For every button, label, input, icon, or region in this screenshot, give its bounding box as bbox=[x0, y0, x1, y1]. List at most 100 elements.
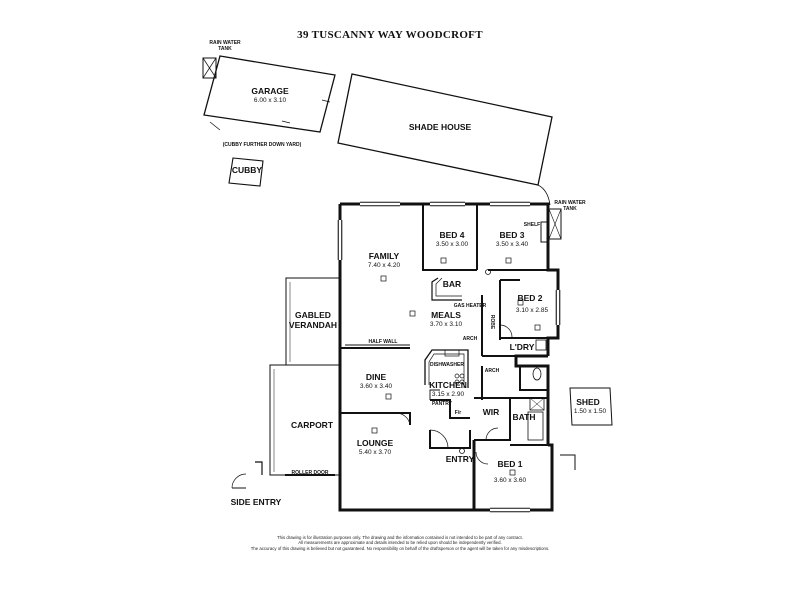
outer-wall-east bbox=[514, 354, 550, 445]
wir-label: WIR bbox=[483, 407, 500, 417]
shed-dims: 1.50 x 1.50 bbox=[574, 408, 607, 415]
shade-house-label: SHADE HOUSE bbox=[409, 122, 472, 132]
bed3-label: BED 3 bbox=[499, 230, 524, 240]
lounge-dims: 5.40 x 3.70 bbox=[359, 449, 392, 456]
wir-door-arc bbox=[485, 427, 499, 441]
pantry-label: PANTRY bbox=[432, 401, 453, 407]
cubby-label: CUBBY bbox=[232, 165, 263, 175]
wall-entry bbox=[429, 430, 471, 449]
cubby-note: (CUBBY FURTHER DOWN YARD) bbox=[223, 142, 302, 148]
kitchen-label: KITCHEN bbox=[429, 380, 467, 390]
room-markers bbox=[371, 257, 541, 476]
disclaimer-line-2: All measurements are approximate and det… bbox=[298, 540, 502, 546]
shed-label: SHED bbox=[576, 397, 600, 407]
wall-dine-lounge bbox=[340, 412, 411, 425]
rain-tank-top-label-1: RAIN WATER bbox=[209, 40, 241, 46]
entry-marker bbox=[459, 448, 465, 454]
family-label: FAMILY bbox=[369, 251, 400, 261]
kitchen-bench-inner bbox=[428, 353, 465, 388]
house-walls bbox=[338, 202, 560, 512]
bed1-label: BED 1 bbox=[497, 459, 522, 469]
garden-path bbox=[537, 184, 551, 206]
kitchen-bench bbox=[424, 349, 469, 388]
laundry-label: L'DRY bbox=[510, 342, 535, 352]
family-dims: 7.40 x 4.20 bbox=[368, 262, 401, 269]
wall-wc bbox=[519, 366, 548, 391]
disclaimer-line-3: The accuracy of this drawing is believed… bbox=[250, 545, 550, 551]
meals-dims: 3.70 x 3.10 bbox=[430, 321, 463, 328]
bed2-door-arc bbox=[499, 324, 513, 338]
carport-label: CARPORT bbox=[291, 420, 334, 430]
shelf-box bbox=[540, 221, 549, 243]
cubby-outline bbox=[228, 157, 264, 187]
entry-label: ENTRY bbox=[446, 454, 475, 464]
outer-wall-bed1 bbox=[472, 440, 554, 512]
bed2-dims: 3.10 x 2.85 bbox=[516, 307, 549, 314]
rain-tank-right-label-2: TANK bbox=[563, 206, 577, 212]
arch-label-2: ARCH bbox=[485, 368, 500, 374]
bed3-dims: 3.50 x 3.40 bbox=[496, 241, 529, 248]
outer-wall-left bbox=[338, 204, 474, 512]
side-gate bbox=[255, 461, 263, 475]
bar-label: BAR bbox=[443, 279, 461, 289]
roller-door-label: ROLLER DOOR bbox=[292, 470, 329, 476]
window-glazing bbox=[337, 201, 561, 513]
bed2-label: BED 2 bbox=[517, 293, 542, 303]
rain-tank-right bbox=[548, 208, 562, 240]
laundry-tub-icon bbox=[535, 339, 547, 351]
fridge-label: F/r bbox=[455, 410, 461, 416]
disclaimer-line-1: This drawing is for illustration purpose… bbox=[277, 535, 523, 540]
rain-tank-right-label-1: RAIN WATER bbox=[554, 200, 586, 206]
gas-heater-label: GAS HEATER bbox=[454, 303, 487, 309]
bathtub-icon bbox=[527, 411, 544, 441]
plan-title: 39 TUSCANNY WAY WOODCROFT bbox=[297, 29, 483, 41]
pantry-outline bbox=[429, 389, 440, 400]
dine-dims: 3.60 x 3.40 bbox=[360, 383, 393, 390]
wall-wir bbox=[474, 397, 511, 441]
garage-outline bbox=[203, 55, 336, 133]
bath-label: BATH bbox=[513, 412, 536, 422]
disclaimer: This drawing is for illustration purpose… bbox=[200, 535, 600, 551]
sink-icon bbox=[444, 349, 460, 357]
lounge-label: LOUNGE bbox=[357, 438, 394, 448]
rain-tank-right-cross-2 bbox=[548, 208, 562, 240]
interior-walls bbox=[340, 204, 549, 449]
garage-door-mark bbox=[321, 99, 331, 103]
garage-label: GARAGE bbox=[251, 86, 289, 96]
bar-counter bbox=[431, 277, 462, 301]
shed-outline bbox=[569, 387, 613, 426]
yard-gate bbox=[560, 454, 576, 470]
side-entry-label: SIDE ENTRY bbox=[231, 497, 282, 507]
cooktop-icon bbox=[454, 373, 465, 385]
bar-marker bbox=[485, 269, 491, 275]
lounge-door-arc bbox=[395, 412, 411, 426]
gabled-verandah-label-1: GABLED bbox=[295, 310, 331, 320]
meals-label: MEALS bbox=[431, 310, 461, 320]
garage-arrow bbox=[209, 121, 221, 131]
shower-icon bbox=[529, 397, 545, 411]
half-wall-label: HALF WALL bbox=[369, 339, 398, 345]
entry-door-arc bbox=[429, 429, 449, 449]
bed4-label: BED 4 bbox=[439, 230, 464, 240]
toilet-icon bbox=[532, 367, 542, 381]
wall-kitchen bbox=[430, 399, 470, 419]
robe-label: ROBE bbox=[489, 315, 495, 330]
shelf-label: SHELF bbox=[524, 222, 540, 228]
bed4-dims: 3.50 x 3.00 bbox=[436, 241, 469, 248]
side-gate-arc bbox=[231, 473, 247, 489]
gabled-verandah-label-2: VERANDAH bbox=[289, 320, 337, 330]
dine-label: DINE bbox=[366, 372, 387, 382]
rain-tank-top-cross-2 bbox=[202, 57, 217, 79]
bed1-dims: 3.60 x 3.60 bbox=[494, 477, 527, 484]
bar-counter-inner bbox=[435, 277, 462, 297]
arch-label-1: ARCH bbox=[463, 336, 478, 342]
shower-cross-2 bbox=[529, 397, 545, 411]
garage-side-mark bbox=[281, 120, 291, 124]
rain-tank-top bbox=[202, 57, 217, 79]
bed1-door-arc bbox=[475, 451, 489, 465]
dishwasher-label: DISHWASHER bbox=[430, 362, 464, 368]
windows bbox=[339, 203, 559, 511]
garage-dims: 6.00 x 3.10 bbox=[254, 97, 287, 104]
rain-tank-top-label-2: TANK bbox=[218, 46, 232, 52]
